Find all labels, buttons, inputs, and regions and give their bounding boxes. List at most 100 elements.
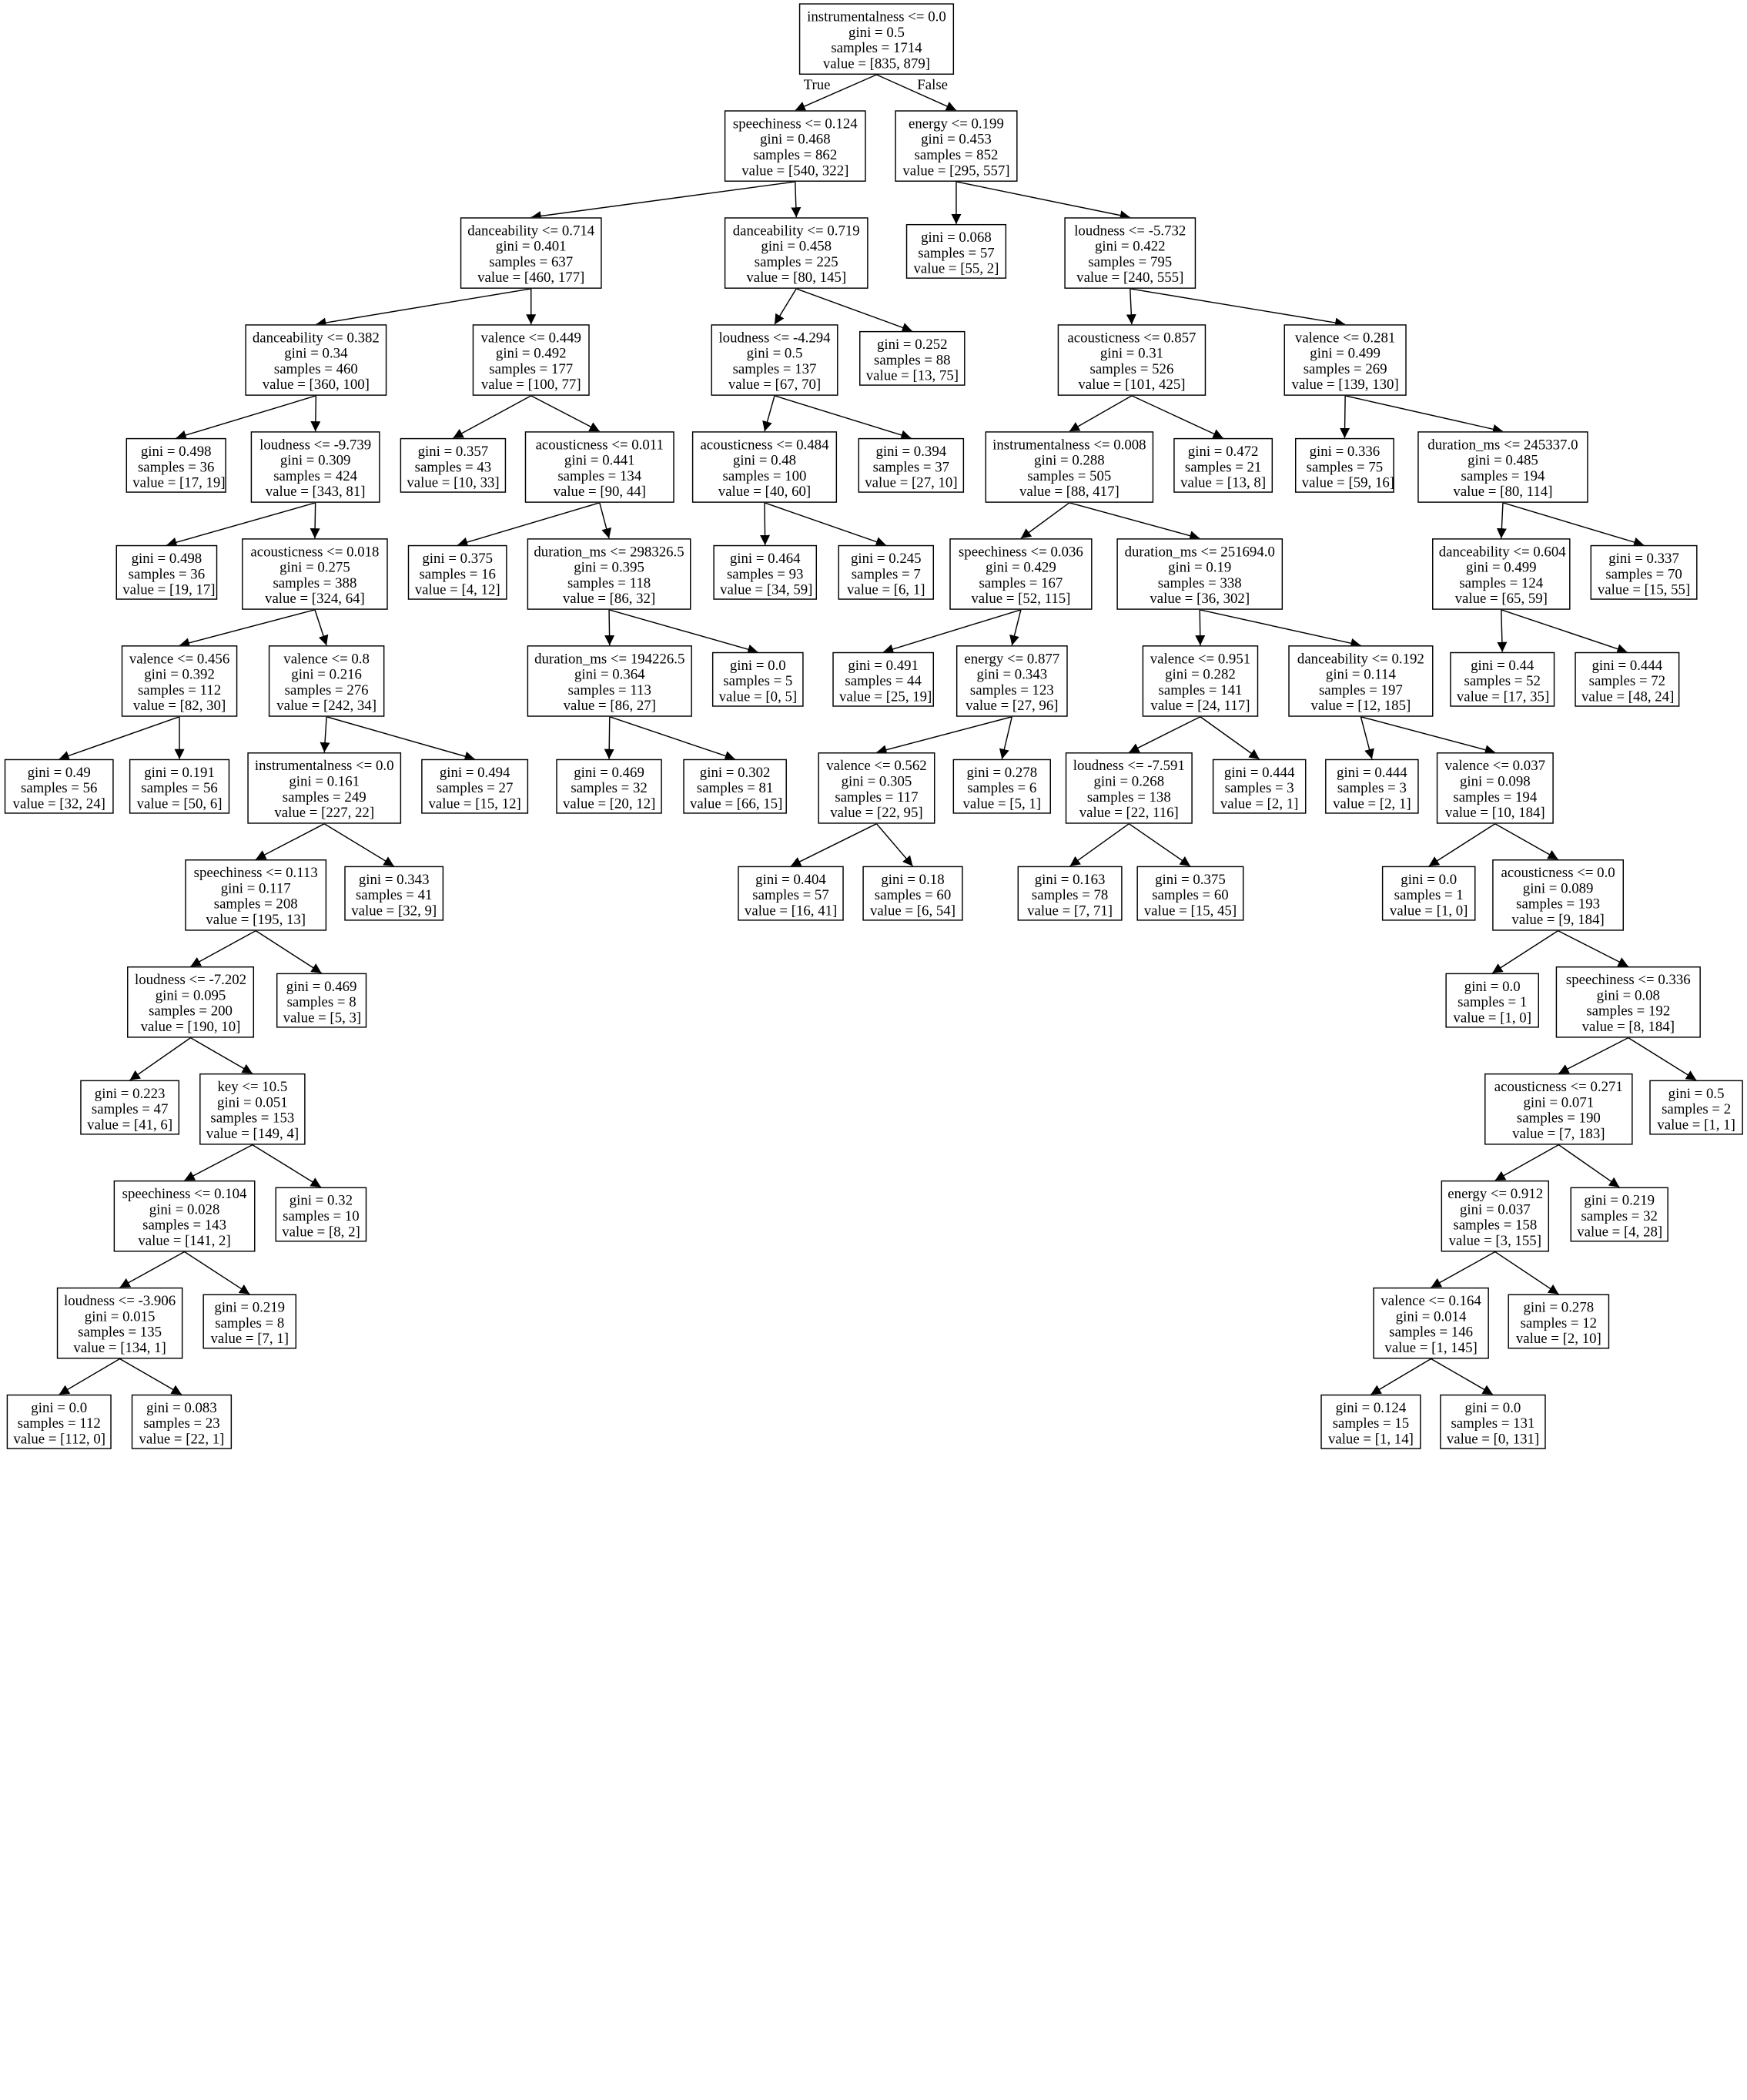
tree-edge-arrow — [1431, 1251, 1496, 1288]
node-gini-text: gini = 0.083 — [146, 1398, 217, 1416]
node-samples-text: samples = 167 — [979, 574, 1063, 591]
node-value-text: value = [149, 4] — [206, 1124, 300, 1142]
tree-edge-arrow — [190, 930, 256, 967]
tree-edges — [59, 74, 1697, 1395]
node-condition-text: acousticness <= 0.271 — [1494, 1077, 1623, 1095]
node-value-text: value = [15, 55] — [1597, 581, 1691, 598]
node-gini-text: gini = 0.32 — [289, 1191, 353, 1209]
tree-edge-arrow — [1344, 395, 1504, 434]
node-condition-text: danceability <= 0.714 — [467, 222, 595, 239]
node-value-text: value = [3, 155] — [1448, 1231, 1542, 1249]
node-samples-text: samples = 56 — [141, 779, 218, 796]
node-condition-text: valence <= 0.8 — [283, 649, 370, 667]
node-value-text: value = [134, 1] — [73, 1338, 166, 1356]
tree-edge-arrow — [453, 395, 532, 439]
node-gini-text: gini = 0.375 — [422, 549, 494, 567]
node-samples-text: samples = 131 — [1451, 1414, 1535, 1432]
node-condition-text: speechiness <= 0.113 — [193, 863, 318, 881]
node-condition-text: acousticness <= 0.857 — [1067, 329, 1196, 346]
node-gini-text: gini = 0.0 — [1401, 870, 1458, 888]
node-value-text: value = [2, 1] — [1333, 795, 1411, 812]
node-samples-text: samples = 8 — [286, 993, 356, 1010]
node-gini-text: gini = 0.161 — [289, 772, 360, 789]
node-gini-text: gini = 0.499 — [1310, 344, 1381, 361]
node-value-text: value = [8, 2] — [282, 1222, 360, 1240]
node-condition-text: speechiness <= 0.104 — [122, 1184, 247, 1202]
node-gini-text: gini = 0.444 — [1337, 763, 1407, 781]
node-gini-text: gini = 0.014 — [1395, 1307, 1467, 1325]
node-samples-text: samples = 1 — [1458, 993, 1528, 1010]
node-samples-text: samples = 505 — [1027, 467, 1112, 484]
tree-edge-arrow — [314, 609, 329, 646]
node-gini-text: gini = 0.364 — [574, 665, 645, 682]
node-condition-text: duration_ms <= 251694.0 — [1124, 542, 1275, 560]
node-value-text: value = [6, 54] — [870, 902, 955, 919]
node-value-text: value = [7, 1] — [210, 1329, 289, 1347]
node-value-text: value = [41, 6] — [87, 1115, 173, 1133]
tree-edge-arrow — [774, 395, 912, 440]
node-value-text: value = [22, 95] — [830, 803, 923, 821]
node-value-text: value = [460, 177] — [477, 268, 585, 286]
tree-edge-arrow — [791, 181, 802, 218]
node-condition-text: valence <= 0.281 — [1294, 329, 1396, 346]
tree-edge-arrow — [530, 181, 795, 221]
node-gini-text: gini = 0.31 — [1099, 344, 1164, 361]
node-gini-text: gini = 0.48 — [732, 451, 797, 468]
node-gini-text: gini = 0.278 — [1523, 1298, 1595, 1316]
node-samples-text: samples = 3 — [1224, 779, 1294, 796]
edge-label-false: False — [917, 75, 949, 93]
node-value-text: value = [22, 1] — [139, 1430, 225, 1447]
node-gini-text: gini = 0.068 — [921, 228, 992, 246]
tree-edge-arrow — [1009, 609, 1022, 646]
node-samples-text: samples = 852 — [914, 146, 999, 163]
node-samples-text: samples = 208 — [213, 895, 298, 913]
node-samples-text: samples = 338 — [1157, 574, 1242, 591]
node-value-text: value = [36, 302] — [1150, 589, 1250, 607]
node-gini-text: gini = 0.19 — [1168, 558, 1232, 575]
node-samples-text: samples = 60 — [874, 886, 952, 903]
node-gini-text: gini = 0.343 — [976, 665, 1048, 682]
tree-edge-arrow — [129, 1037, 191, 1081]
node-gini-text: gini = 0.492 — [495, 344, 567, 361]
node-value-text: value = [1, 1] — [1657, 1115, 1735, 1133]
node-gini-text: gini = 0.34 — [284, 344, 348, 361]
node-gini-text: gini = 0.095 — [155, 986, 226, 1003]
tree-edge-arrow — [1126, 288, 1136, 325]
node-value-text: value = [240, 555] — [1076, 268, 1184, 286]
node-samples-text: samples = 197 — [1318, 681, 1403, 698]
tree-edge-arrow — [184, 1251, 250, 1295]
node-value-text: value = [1, 0] — [1453, 1008, 1531, 1026]
node-value-text: value = [7, 71] — [1027, 902, 1113, 919]
node-samples-text: samples = 124 — [1459, 574, 1544, 591]
tree-edge-arrow — [184, 1144, 253, 1181]
node-samples-text: samples = 78 — [1031, 886, 1109, 903]
tree-edge-arrow — [59, 1358, 120, 1395]
node-value-text: value = [32, 24] — [12, 795, 105, 812]
tree-edge-arrow — [255, 930, 322, 974]
node-samples-text: samples = 2 — [1662, 1100, 1732, 1117]
node-samples-text: samples = 153 — [210, 1109, 295, 1126]
node-gini-text: gini = 0.444 — [1223, 763, 1295, 781]
node-value-text: value = [88, 417] — [1019, 482, 1119, 500]
node-value-text: value = [25, 19] — [838, 688, 932, 705]
node-gini-text: gini = 0.0 — [729, 656, 786, 674]
tree-edge-arrow — [790, 823, 877, 867]
node-value-text: value = [48, 24] — [1581, 688, 1675, 705]
node-gini-text: gini = 0.098 — [1459, 772, 1531, 789]
node-gini-text: gini = 0.464 — [729, 549, 801, 567]
node-gini-text: gini = 0.028 — [149, 1200, 220, 1217]
